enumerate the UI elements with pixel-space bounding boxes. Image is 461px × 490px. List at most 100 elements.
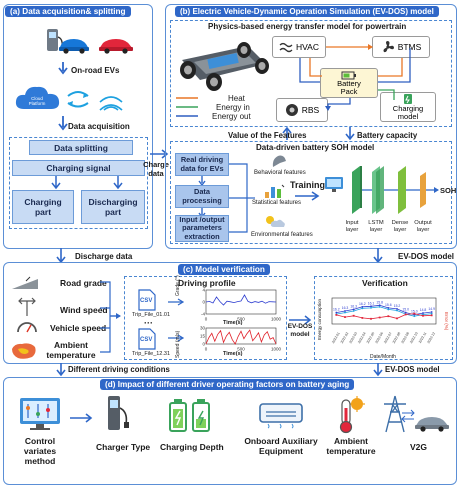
legend-energy-in: Energy in (216, 103, 250, 112)
charging-depth-icon (169, 399, 210, 432)
charging-part-box: Charging part (12, 190, 74, 224)
energy-point (396, 309, 398, 312)
legend-lines (176, 97, 198, 117)
panel-a-title: (a) Data acquisition& splitting (5, 6, 131, 17)
csv-label-2: CSV (140, 337, 153, 343)
y-tick-label: -4 (201, 312, 205, 317)
verification-title: Verification (362, 278, 408, 288)
error-point (378, 316, 381, 319)
x-tick-label: 0 (205, 347, 208, 352)
charge-data-text: Charge data (143, 160, 169, 178)
splitting-frame (9, 137, 148, 229)
energy-point (404, 311, 407, 314)
data-label: 15.0 (402, 308, 409, 312)
physics-frame (170, 20, 452, 127)
ambient-label: Ambient temperature (322, 436, 380, 456)
data-processing-box: Data processing (175, 185, 229, 208)
speedometer-icon (17, 322, 37, 333)
charger-type-icon (108, 396, 129, 430)
energy-point (378, 304, 381, 307)
series-line (205, 329, 277, 345)
sync-arrows-icon (67, 91, 89, 108)
monitor-icon (325, 177, 343, 192)
x-tick-label: 500 (237, 317, 245, 322)
verification-frame (314, 276, 453, 360)
blue-ev-icon (59, 39, 89, 54)
battery-pack-node: Battery Pack (320, 68, 378, 98)
ambient-temp-text: Ambient temperature (46, 340, 96, 360)
energy-point (352, 310, 355, 312)
inputs-bracket (100, 281, 121, 353)
error-point (404, 313, 407, 316)
input-layer-text: Input layer (345, 220, 359, 233)
error-point (344, 316, 346, 318)
energy-point (430, 312, 433, 315)
thermometer-icon (339, 396, 365, 434)
battery-capacity-arrow (345, 127, 355, 141)
x-tick-label: 1000 (271, 347, 282, 352)
v2g-label: V2G (410, 442, 428, 452)
x-tick-label: 2022.06 (374, 331, 384, 344)
data-label: 15.6 (385, 303, 392, 307)
btms-label: BTMS (397, 42, 422, 52)
hvac-node: HVAC (272, 36, 326, 58)
x-tick-label: 2022.02 (340, 331, 350, 344)
grade-time-label: Time(s) (223, 320, 243, 326)
down-arrow-icon (58, 116, 68, 131)
soh-frame (170, 141, 452, 244)
control-variates-icon (20, 398, 60, 430)
value-features-label: Value of the Features (228, 131, 307, 140)
charging-part-text: Charging part (24, 197, 62, 217)
battery-capacity-label: Battery capacity (357, 131, 418, 140)
discharging-part-text: Discharging part (88, 197, 138, 217)
data-label: 16.2 (333, 308, 340, 312)
driving-profile-title: Driving profile (178, 278, 236, 288)
legend-heat: Heat (228, 94, 245, 103)
evdos-label-c: EV-DOS model (287, 323, 313, 339)
x-tick-label: 1000 (271, 317, 282, 322)
evdos-model-label-2: EV-DOS model (385, 365, 440, 374)
csv-label-1: CSV (140, 298, 153, 304)
plot-frame (331, 297, 437, 325)
energy-point (361, 307, 364, 310)
data-label: 15.0 (411, 310, 418, 314)
hvac-icon (279, 42, 293, 53)
ambient-text: Ambient temperature (326, 436, 376, 456)
wifi-icon (99, 96, 123, 111)
panel-b-title: (b) Electric Vehicle-Dynamic Operation S… (175, 6, 439, 17)
x-tick-label: 2022.12 (426, 331, 436, 344)
energy-point (335, 311, 338, 314)
rbs-label: RBS (301, 105, 320, 115)
io-params-box: Input /output parameters extraction (175, 215, 229, 242)
error-point (387, 315, 390, 318)
x-tick-label: 500 (237, 347, 245, 352)
plot-frame (205, 327, 277, 345)
error-point (413, 312, 416, 315)
energy-point (422, 312, 424, 314)
energy-series-line (336, 306, 432, 317)
dense-layer-text: Dense layer (391, 220, 409, 233)
y-tick-label: 0 (202, 300, 205, 305)
control-arrow (70, 413, 93, 423)
wind-speed-icon (18, 297, 36, 316)
energy-point (396, 308, 398, 310)
data-label: 15.8 (376, 300, 383, 304)
environmental-features-icon (266, 216, 285, 227)
data-label: 16.3 (342, 306, 349, 310)
data-acquisition-label: Data acquisition (68, 122, 130, 131)
v2g-car-icon (415, 417, 449, 432)
y-tick-label: 15 (200, 334, 206, 339)
file-to-chart-arrows (168, 298, 185, 342)
battery-pack-label: Battery Pack (337, 78, 361, 96)
data-label: 15.2 (394, 304, 401, 308)
io-params-text: Input /output parameters extraction (179, 214, 225, 241)
discharge-data-label: Discharge data (75, 252, 133, 261)
x-tick-label: 2022.08 (392, 331, 402, 344)
error-point (422, 314, 424, 317)
lstm-layer-label: LSTM layer (366, 220, 386, 233)
wheel-icon (285, 104, 298, 116)
data-label: 16.3 (350, 304, 357, 308)
csv-file-icon-2 (138, 328, 156, 350)
data-label: 14.8 (420, 308, 427, 312)
